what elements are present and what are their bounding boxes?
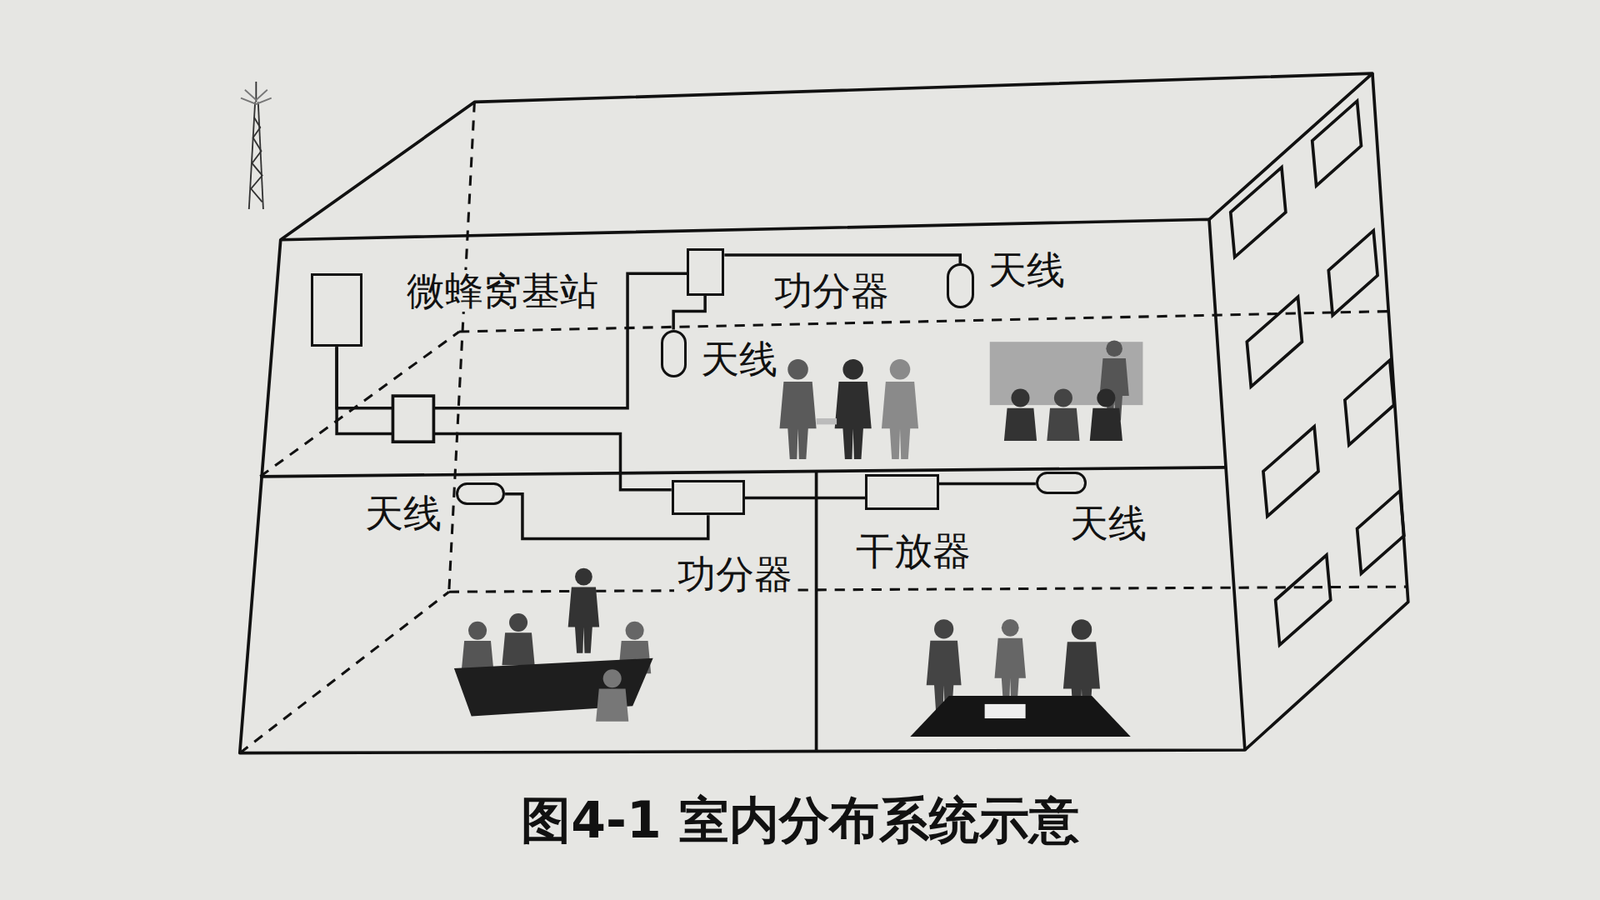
person	[460, 621, 494, 674]
radio-tower	[240, 81, 272, 210]
window	[1246, 296, 1302, 387]
person	[568, 568, 600, 654]
person	[835, 359, 872, 460]
base-station-box: 微蜂窝基站	[310, 273, 362, 347]
coupler-box	[392, 395, 434, 442]
antenna: 天线	[946, 263, 975, 309]
building-front-face	[240, 219, 1245, 753]
amplifier-box: 干放器	[865, 474, 939, 510]
feeder-cable	[939, 482, 1036, 486]
window	[1345, 360, 1395, 445]
tower-lattice	[250, 117, 262, 203]
hidden-edges	[240, 101, 1409, 753]
building-outline	[240, 73, 1409, 754]
component-label: 天线	[361, 492, 445, 535]
person	[501, 613, 535, 665]
component-label: 功分器	[770, 270, 893, 313]
person	[1046, 389, 1080, 441]
hands	[816, 418, 837, 425]
feeder-cable	[745, 496, 866, 500]
people-handshake	[780, 359, 920, 460]
antenna: 天线	[455, 482, 505, 505]
component-label: 天线	[697, 338, 781, 381]
window	[1312, 100, 1362, 186]
window	[1230, 167, 1286, 258]
feeder-cable	[336, 346, 672, 490]
figure-caption-row: 图4-1 室内分布系统示意	[0, 790, 1600, 850]
component-label: 天线	[985, 249, 1069, 292]
component-label: 微蜂窝基站	[403, 270, 602, 313]
person	[780, 359, 817, 460]
people-presentation	[990, 340, 1144, 440]
person	[1004, 389, 1037, 441]
table	[910, 695, 1130, 737]
component-label: 功分器	[674, 553, 796, 596]
splitter-box: 功分器	[671, 480, 745, 516]
hidden-edge	[459, 310, 1393, 331]
hidden-edge	[260, 331, 460, 477]
component-label: 天线	[1066, 502, 1150, 545]
splitter-box: 功分器	[686, 248, 725, 297]
windows	[1230, 100, 1405, 645]
window	[1328, 230, 1378, 316]
tower-leg	[258, 101, 264, 210]
person	[595, 669, 629, 721]
people-conference	[454, 568, 654, 722]
people-meeting	[910, 619, 1130, 737]
person	[1090, 389, 1123, 441]
building-side-face	[1245, 73, 1409, 750]
feeder-cable	[673, 295, 705, 330]
antenna: 天线	[660, 330, 687, 379]
person	[881, 359, 919, 460]
papers	[985, 704, 1026, 719]
window	[1263, 426, 1319, 517]
room-partition	[815, 471, 819, 753]
component-label: 干放器	[852, 530, 975, 573]
tower-waves	[240, 90, 272, 105]
hidden-edge	[449, 101, 475, 592]
window	[1275, 555, 1331, 645]
window	[1357, 490, 1405, 574]
feeder-cable	[724, 255, 960, 264]
figure-caption: 图4-1 室内分布系统示意	[515, 790, 1084, 850]
antenna: 天线	[1035, 471, 1087, 495]
person	[995, 619, 1026, 705]
hidden-edge	[240, 591, 450, 753]
building-roof	[280, 73, 1373, 240]
